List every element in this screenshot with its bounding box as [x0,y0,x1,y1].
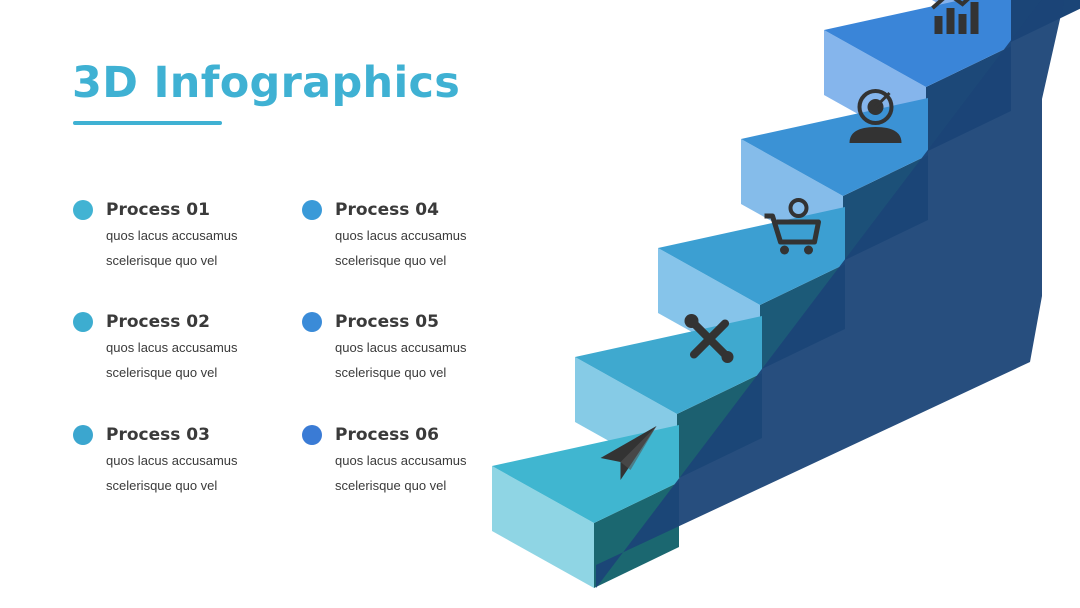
process-desc-line2: scelerisque quo vel [106,253,218,268]
process-title: Process 02 [106,312,210,332]
process-dot [302,312,322,332]
shopping-cart-icon [764,198,821,255]
process-desc-line2: scelerisque quo vel [106,478,218,493]
process-title: Process 06 [335,425,439,445]
process-title: Process 05 [335,312,439,332]
process-item-02: Process 02 quos lacus accusamus sceleris… [73,311,326,385]
paper-plane-icon [600,426,657,480]
process-desc-line1: quos lacus accusamus [106,340,238,355]
tools-icon [684,314,734,363]
process-title: Process 03 [106,425,210,445]
process-title: Process 04 [335,200,439,220]
process-item-03: Process 03 quos lacus accusamus sceleris… [73,424,326,498]
growth-chart-icon [931,0,979,34]
page-title: 3D Infographics [72,58,461,108]
step-top-face [658,207,845,305]
process-dot [73,425,93,445]
process-desc-line1: quos lacus accusamus [335,340,467,355]
process-desc-line2: scelerisque quo vel [335,365,447,380]
process-item-06: Process 06 quos lacus accusamus sceleris… [302,424,555,498]
process-item-05: Process 05 quos lacus accusamus sceleris… [302,311,555,385]
step-front-face [492,466,594,588]
process-desc-line1: quos lacus accusamus [335,228,467,243]
process-desc-line1: quos lacus accusamus [106,228,238,243]
process-desc-line1: quos lacus accusamus [106,453,238,468]
stair-step-1 [492,425,679,588]
process-desc-line2: scelerisque quo vel [335,253,447,268]
stair-steps [492,0,1080,588]
target-person-icon [849,89,902,143]
process-desc-line2: scelerisque quo vel [106,365,218,380]
process-dot [302,425,322,445]
title-underline [73,121,222,125]
process-dot [302,200,322,220]
process-desc-line1: quos lacus accusamus [335,453,467,468]
process-title: Process 01 [106,200,210,220]
process-item-01: Process 01 quos lacus accusamus sceleris… [73,199,326,273]
process-desc-line2: scelerisque quo vel [335,478,447,493]
stair-side-wall [596,0,1065,588]
process-item-04: Process 04 quos lacus accusamus sceleris… [302,199,555,273]
process-dot [73,312,93,332]
side-wall-face [596,0,1065,588]
process-dot [73,200,93,220]
step-icons [600,0,979,480]
